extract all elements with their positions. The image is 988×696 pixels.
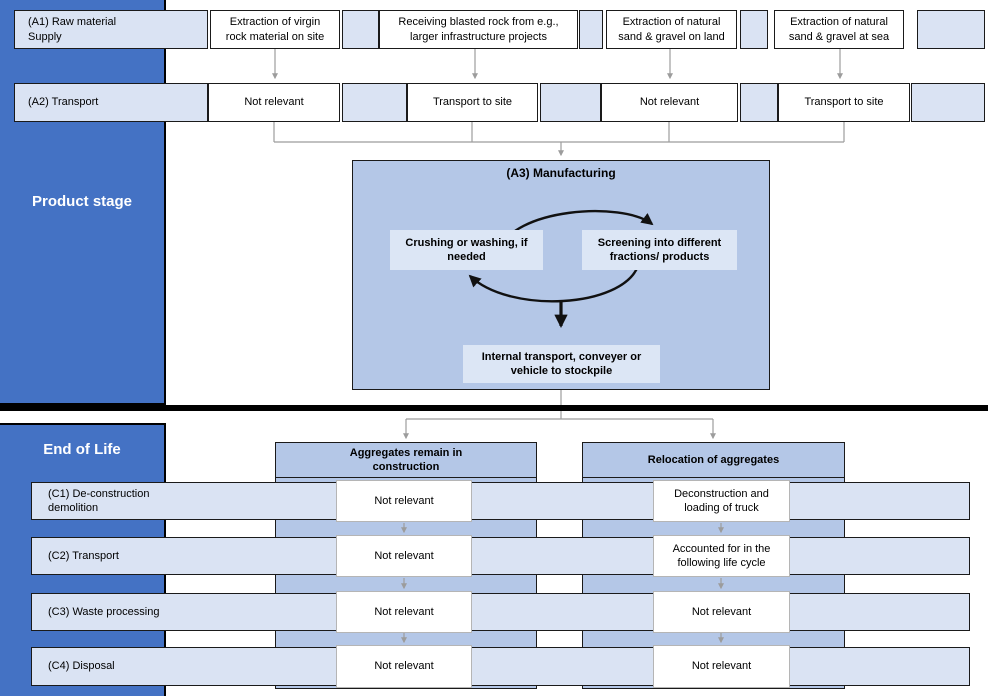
a3-crushing-box: Crushing or washing, if needed — [390, 230, 543, 270]
a2-spacer-cell-4 — [911, 83, 985, 122]
a2-spacer-cell-3 — [740, 83, 778, 122]
a2-row-label: (A2) Transport — [14, 83, 208, 122]
c4-cell-remain: Not relevant — [336, 645, 472, 688]
a1-row-label: (A1) Raw material Supply — [14, 10, 208, 49]
c3-cell-remain: Not relevant — [336, 591, 472, 633]
c2-cell-relocation: Accounted for in the following life cycl… — [653, 535, 790, 577]
a1-cell-virgin-rock: Extraction of virgin rock material on si… — [210, 10, 340, 49]
a3-internal-transport-box: Internal transport, conveyer or vehicle … — [463, 345, 660, 383]
a2-spacer-cell-2 — [540, 83, 601, 122]
a3-title: (A3) Manufacturing — [506, 166, 616, 180]
c3-cell-relocation: Not relevant — [653, 591, 790, 633]
eol-column-header-relocation: Relocation of aggregates — [582, 442, 845, 478]
a2-cell-2: Transport to site — [407, 83, 538, 122]
a2-cell-3: Not relevant — [601, 83, 738, 122]
a2-cell-1: Not relevant — [208, 83, 340, 122]
a1-cell-sand-gravel-sea: Extraction of natural sand & gravel at s… — [774, 10, 904, 49]
product-stage-band: Product stage — [0, 0, 166, 405]
a2-cell-4: Transport to site — [778, 83, 910, 122]
eol-column-header-remain: Aggregates remain in construction — [275, 442, 537, 478]
c3-row: (C3) Waste processing — [31, 593, 970, 631]
c2-cell-remain: Not relevant — [336, 535, 472, 577]
a1-cell-sand-gravel-land: Extraction of natural sand & gravel on l… — [606, 10, 737, 49]
a1-spacer-cell-3 — [740, 10, 768, 49]
end-of-life-label: End of Life — [43, 441, 121, 458]
a1-spacer-cell-4 — [917, 10, 985, 49]
product-stage-label: Product stage — [31, 193, 133, 210]
a1-spacer-cell-1 — [342, 10, 379, 49]
stage-divider-line — [0, 405, 988, 411]
c2-row: (C2) Transport — [31, 537, 970, 575]
c4-cell-relocation: Not relevant — [653, 645, 790, 688]
c4-row: (C4) Disposal — [31, 647, 970, 686]
c1-cell-remain: Not relevant — [336, 480, 472, 522]
a1-spacer-cell-2 — [579, 10, 603, 49]
a3-screening-box: Screening into different fractions/ prod… — [582, 230, 737, 270]
a2-spacer-cell-1 — [342, 83, 407, 122]
c1-cell-relocation: Deconstruction and loading of truck — [653, 480, 790, 522]
c1-row: (C1) De-construction demolition — [31, 482, 970, 520]
a1-cell-blasted-rock: Receiving blasted rock from e.g., larger… — [379, 10, 578, 49]
